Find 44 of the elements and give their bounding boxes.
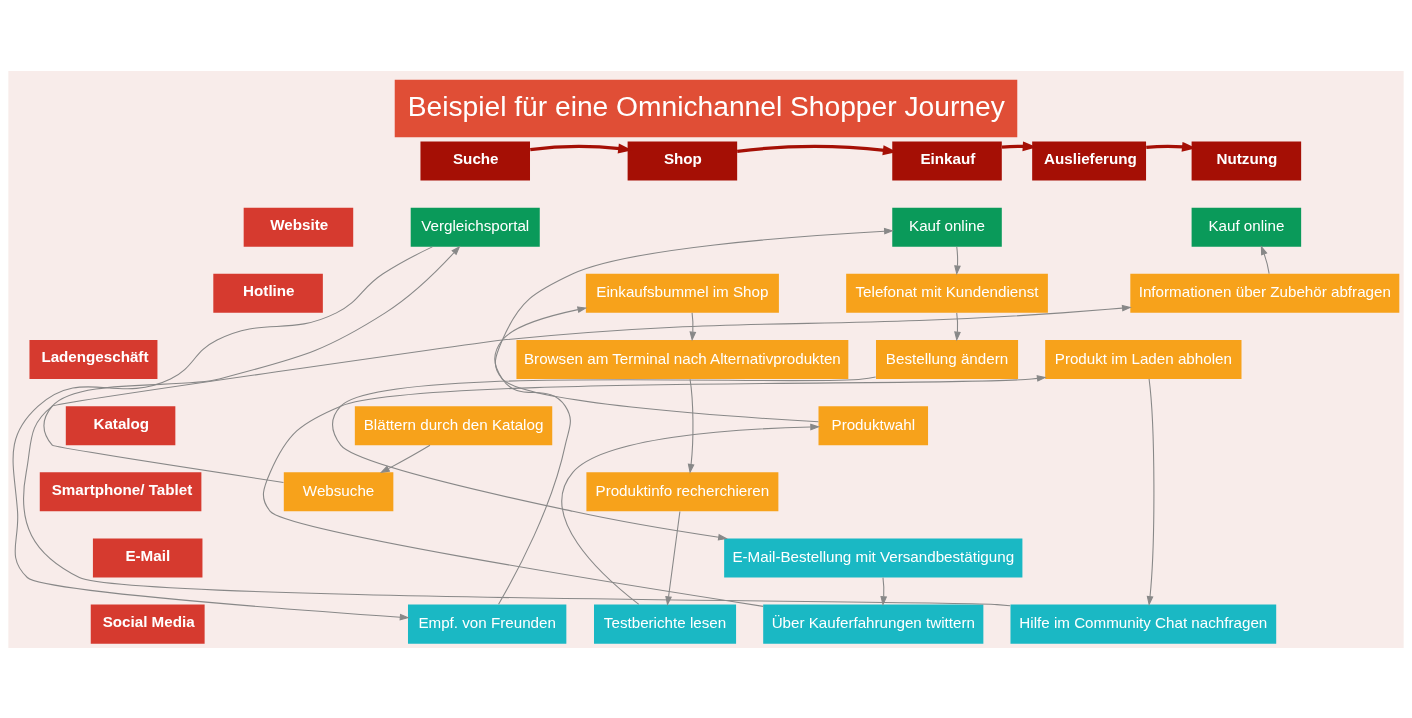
- node-box: Informationen über Zubehör abfragen: [1130, 273, 1400, 313]
- arrow: [689, 311, 697, 341]
- node-box: Auslieferung: [1032, 141, 1147, 181]
- node-box: Kauf online: [892, 207, 1002, 247]
- node-box: Blättern durch den Katalog: [354, 405, 553, 445]
- arrow: [954, 245, 961, 275]
- node-box: Social Media: [90, 604, 205, 644]
- node-box: Telefonat mit Kundendienst: [846, 273, 1048, 313]
- node-box: Vergleichsportal: [410, 207, 540, 247]
- node-box: Bestellung ändern: [876, 339, 1019, 379]
- arrow: [687, 378, 695, 474]
- node-box: Suche: [420, 141, 530, 181]
- arrow: [880, 576, 888, 606]
- node-box: Testberichte lesen: [594, 604, 737, 644]
- node-box: Über Kauferfahrungen twittern: [763, 604, 984, 644]
- diagram-title: Beispiel für eine Omnichannel Shopper Journey: [407, 89, 1005, 122]
- node-box: Katalog: [65, 405, 176, 445]
- node-box: E-Mail: [92, 537, 203, 577]
- arrow: [494, 305, 588, 605]
- node-box: Produkt im Laden abholen: [1045, 339, 1242, 379]
- node-box: Einkauf: [892, 141, 1002, 181]
- node-box: Website: [243, 207, 354, 247]
- node-box: Empf. von Freunden: [408, 604, 567, 644]
- arrow: [43, 245, 461, 483]
- arrow: [954, 311, 961, 341]
- node-box: Produktwahl: [818, 405, 929, 445]
- arrow: [331, 375, 877, 541]
- node-box: E-Mail-Bestellung mit Versandbestätigung: [724, 537, 1023, 577]
- node-box: Kauf online: [1191, 207, 1302, 247]
- arrow: [1146, 378, 1155, 606]
- node-box: Hotline: [213, 273, 323, 313]
- node-box: Produktinfo recherchieren: [586, 471, 779, 511]
- node-box: Browsen am Terminal nach Alternativprodukten: [516, 339, 849, 379]
- arrow: [12, 245, 433, 621]
- arrow: [380, 444, 431, 473]
- node-box: Smartphone/ Tablet: [39, 471, 202, 511]
- arrow: [494, 227, 894, 422]
- node-box: Hilfe im Community Chat nachfragen: [1010, 604, 1277, 644]
- arrow: [1260, 244, 1270, 274]
- node-box: Nutzung: [1191, 141, 1302, 181]
- node-box: Ladengeschäft: [29, 339, 158, 379]
- node-box: Einkaufsbummel im Shop: [585, 273, 779, 313]
- node-box: Websuche: [283, 471, 394, 511]
- node-box: Shop: [627, 141, 738, 181]
